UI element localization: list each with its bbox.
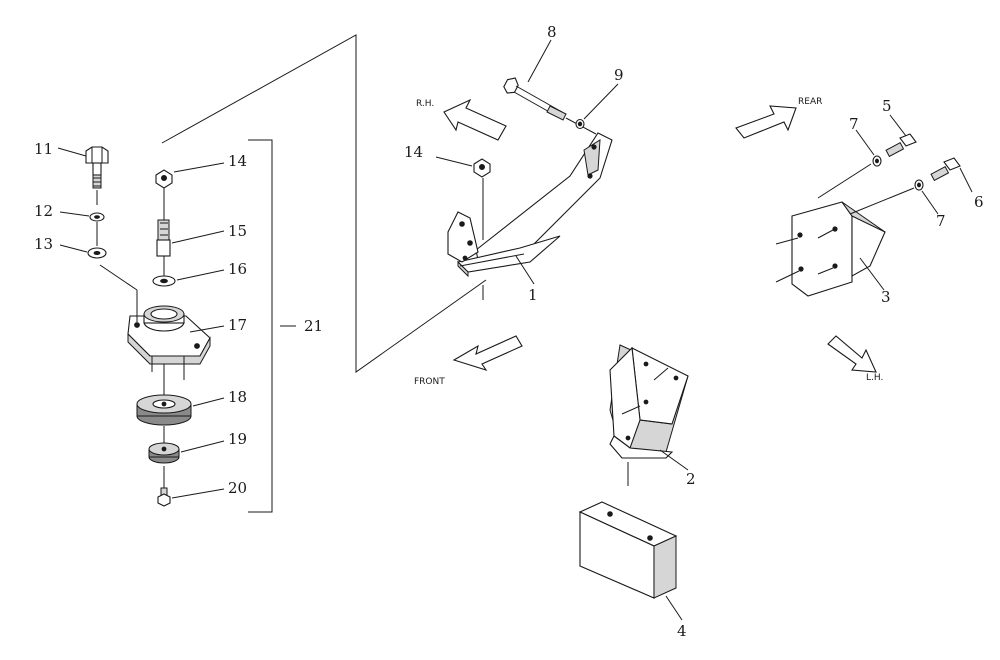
label-20: 20 [228,479,247,497]
rh-arrow-icon [443,98,507,141]
label-16: 16 [228,260,247,278]
label-14-right: 14 [404,143,423,161]
label-8: 8 [547,23,557,41]
flange-mount-17: 17 [99,264,247,380]
direction-rh: R.H. [416,98,507,141]
label-5: 5 [882,97,892,115]
label-18: 18 [228,388,247,406]
stud-15: 15 [156,219,247,257]
label-rear: REAR [798,97,822,107]
label-2: 2 [686,470,696,488]
rubber-block-4: 4 [578,501,687,640]
label-19: 19 [228,430,247,448]
bolt-11: 11 [34,140,109,205]
long-bolt-8: 8 [503,23,597,135]
lock-washer-12: 12 [34,202,105,246]
label-3: 3 [881,288,891,306]
label-21: 21 [304,317,323,335]
rubber-pad-19: 19 [148,430,247,464]
bracket-1: 1 [447,132,613,304]
nut-14-right: 14 [404,143,491,240]
washer-7-lower: 7 [914,179,946,230]
front-arrow-icon [452,335,523,371]
mount-assembly-group: 21 [161,34,487,513]
label-9: 9 [614,66,624,84]
label-7-upper: 7 [849,115,859,133]
label-rh: R.H. [416,99,434,109]
label-14-left: 14 [228,152,247,170]
washer-16: 16 [152,260,247,287]
washer-7-upper: 7 [849,115,882,167]
bolt-6: 6 [930,157,984,211]
label-6: 6 [974,193,984,211]
label-7-lower: 7 [936,212,946,230]
rubber-mount-18: 18 [136,388,247,426]
bolt-5: 5 [882,97,917,158]
label-1: 1 [528,286,538,304]
direction-front: FRONT [414,335,523,387]
bracket-3: 3 [775,163,915,306]
screw-20: 20 [157,479,247,507]
label-17: 17 [228,316,247,334]
rear-arrow-icon [735,105,797,139]
label-12: 12 [34,202,53,220]
label-13: 13 [34,235,53,253]
label-front: FRONT [414,377,445,387]
label-11: 11 [34,140,53,158]
bracket-2: 2 [609,344,696,488]
lh-arrow-icon [827,335,877,373]
nut-14-left: 14 [155,152,247,189]
assembly-link-line [161,34,487,373]
label-15: 15 [228,222,247,240]
washer-13: 13 [34,235,107,259]
direction-lh: L.H. [827,335,883,383]
label-4: 4 [677,622,687,640]
group-bracket-21 [248,139,273,513]
nut-9: 9 [575,66,624,130]
direction-rear: REAR [735,97,822,139]
label-lh: L.H. [866,373,883,383]
